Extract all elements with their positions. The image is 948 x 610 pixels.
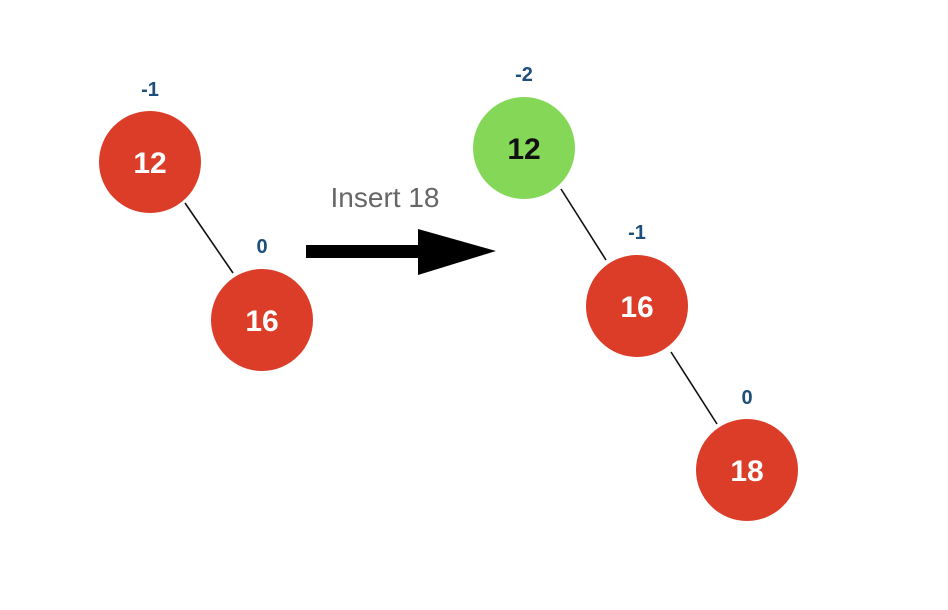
node-16-after-label: 16 [620, 291, 653, 324]
tree-after: -2 12 -1 16 0 18 [473, 64, 798, 521]
transition: Insert 18 [306, 182, 496, 275]
edge-16-18-after [670, 351, 718, 425]
insert-caption: Insert 18 [331, 182, 440, 213]
balance-factor-12-after: -2 [515, 64, 533, 86]
balance-factor-16-before: 0 [256, 236, 267, 258]
node-12-after-label: 12 [507, 133, 540, 166]
node-12-after [473, 97, 575, 199]
tree-before: -1 12 0 16 [99, 79, 313, 371]
balance-factor-12-before: -1 [141, 79, 159, 101]
node-16-after [586, 255, 688, 357]
node-16-before [211, 269, 313, 371]
arrow-head [418, 229, 496, 275]
edge-12-16-before [184, 202, 234, 274]
balance-factor-16-after: -1 [628, 222, 646, 244]
node-12-before [99, 111, 201, 213]
node-18-after-label: 18 [730, 455, 763, 488]
balance-factor-18-after: 0 [741, 387, 752, 409]
arrow-shaft [306, 245, 422, 258]
node-12-before-label: 12 [133, 147, 166, 180]
node-16-before-label: 16 [245, 305, 278, 338]
node-18-after [696, 419, 798, 521]
edge-12-16-after [560, 188, 607, 261]
right-arrow-icon [306, 229, 496, 275]
